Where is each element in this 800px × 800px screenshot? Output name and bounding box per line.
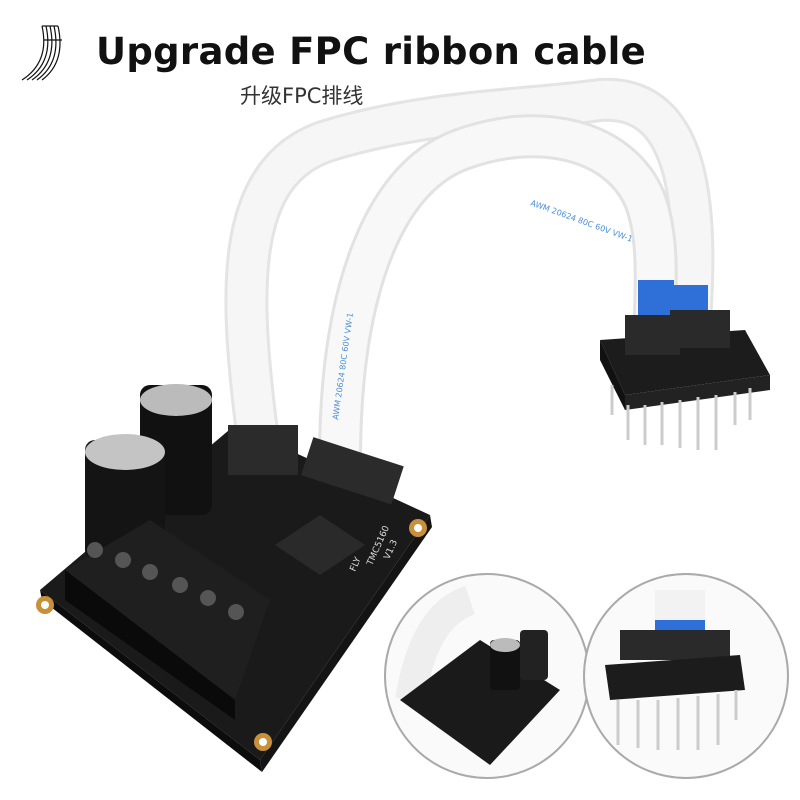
- detail-view-left: [384, 573, 590, 779]
- page-subtitle: 升级FPC排线: [240, 84, 364, 108]
- ribbon-cable-icon: [21, 25, 62, 81]
- cable-marking-2: AWM 20624 80C 60V VW-1: [529, 198, 633, 243]
- driver-board: TMC5160 V1.3 FLY: [36, 384, 432, 772]
- detail-view-right: [583, 573, 789, 779]
- page-title: Upgrade FPC ribbon cable: [96, 30, 647, 73]
- ribbon-cable: AWM 20624 80C 60V VW-1 AWM 20624 80C 60V…: [224, 77, 715, 461]
- breakout-board: [600, 310, 770, 450]
